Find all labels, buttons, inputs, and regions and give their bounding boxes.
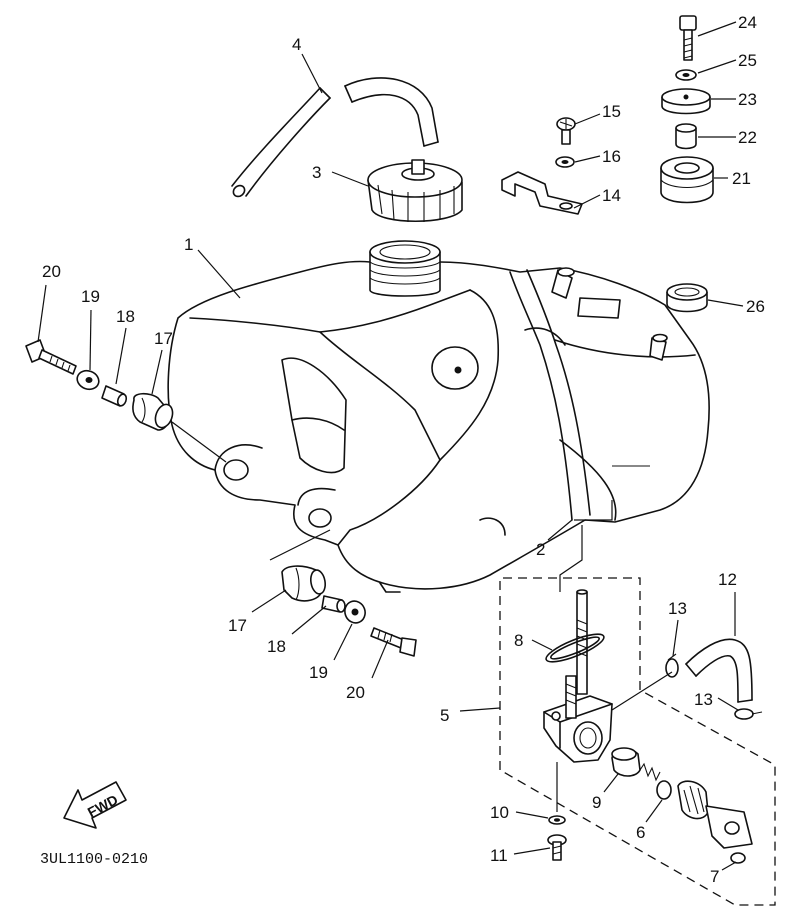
fuel-tank (167, 240, 710, 593)
callout-1: 1 (184, 235, 193, 254)
callout-20-lower: 20 (346, 683, 365, 702)
callout-12: 12 (718, 570, 737, 589)
callout-22: 22 (738, 128, 757, 147)
damper-21 (660, 156, 714, 204)
callout-21: 21 (732, 169, 751, 188)
damper-23 (661, 88, 711, 115)
callout-14: 14 (602, 186, 621, 205)
leader-lines (37, 21, 744, 871)
grommet-17-left (132, 392, 174, 431)
callout-8: 8 (514, 631, 523, 650)
strainer-8 (576, 589, 588, 695)
callout-5: 5 (440, 706, 449, 725)
clip-13-lower (734, 708, 763, 720)
clip-13-upper (665, 653, 679, 678)
callout-24: 24 (738, 13, 757, 32)
fuel-hose-12 (685, 638, 753, 703)
lever-7 (677, 780, 753, 849)
bracket-14 (501, 171, 583, 215)
screw-11 (547, 834, 567, 861)
callout-17-left: 17 (154, 329, 173, 348)
spacer-18-left (101, 385, 128, 407)
callout-10: 10 (490, 803, 509, 822)
callout-23: 23 (738, 90, 757, 109)
washer-16 (555, 156, 575, 168)
callout-18-lower: 18 (267, 637, 286, 656)
forward-arrow-icon: FWD (63, 781, 127, 829)
o-ring-8 (545, 633, 605, 663)
spacer-18-lower (321, 595, 346, 613)
callout-19-lower: 19 (309, 663, 328, 682)
bolt-20-lower (370, 627, 417, 657)
bolt-24 (679, 15, 697, 61)
cap-26 (666, 283, 708, 313)
cap-9 (611, 747, 641, 777)
callout-19-left: 19 (81, 287, 100, 306)
diagram-code: 3UL1100-0210 (40, 851, 148, 868)
callout-15: 15 (602, 102, 621, 121)
screw-15 (556, 117, 576, 145)
washer-19-left (76, 369, 100, 391)
callout-17-lower: 17 (228, 616, 247, 635)
callout-11: 11 (490, 846, 508, 865)
fuel-cock-assembly-boundary (499, 577, 776, 906)
grommet-17-lower (281, 565, 327, 602)
spring-9 (639, 762, 661, 782)
screw-10 (548, 815, 566, 825)
washer-19-lower (344, 600, 366, 624)
callout-4: 4 (292, 35, 301, 54)
callout-25: 25 (738, 51, 757, 70)
callout-20-left: 20 (42, 262, 61, 281)
callout-2: 2 (536, 540, 545, 559)
callout-3: 3 (312, 163, 321, 182)
filler-neck (369, 240, 441, 297)
callout-9: 9 (592, 793, 601, 812)
callout-13-upper: 13 (668, 599, 687, 618)
callout-6: 6 (636, 823, 645, 842)
fuel-cock-body (543, 675, 613, 763)
callout-16: 16 (602, 147, 621, 166)
bolt-20-left (25, 339, 77, 375)
washer-25 (675, 69, 697, 81)
callout-26: 26 (746, 297, 765, 316)
o-ring-6 (656, 780, 672, 800)
callout-13-lower: 13 (694, 690, 713, 709)
collar-22 (675, 123, 697, 150)
callouts: 24 25 23 22 21 26 15 16 14 4 3 1 20 19 1… (42, 13, 765, 886)
callout-18-left: 18 (116, 307, 135, 326)
breather-hose (231, 77, 439, 198)
callout-7: 7 (710, 867, 719, 886)
screw-7 (730, 852, 746, 864)
fuel-cap (367, 159, 463, 222)
